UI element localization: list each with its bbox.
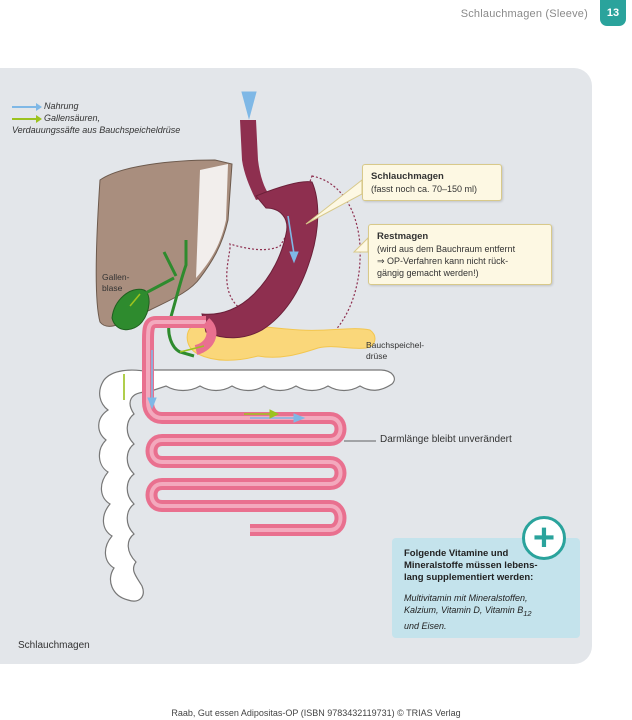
- infobox-heading-3: lang supplementiert werden:: [404, 572, 534, 583]
- figure-caption: Schlauchmagen: [18, 640, 90, 651]
- infobox-body: Multivitamin mit Mineralstoffen, Kalzium…: [404, 592, 568, 632]
- bile-arrows: [123, 293, 280, 419]
- infobox-body-2-sub: 12: [523, 608, 532, 618]
- large-intestine: [98, 369, 151, 602]
- sleeve-callout: Schlauchmagen (fasst noch ca. 70–150 ml): [362, 164, 502, 201]
- infobox-heading: Folgende Vitamine und Mineralstoffe müss…: [404, 548, 568, 584]
- gallbladder-label-1: Gallen-: [102, 272, 130, 282]
- food-arrow-icon: [12, 103, 42, 111]
- infobox-body-2: Kalzium, Vitamin D, Vitamin B: [404, 605, 524, 615]
- sleeve-callout-title: Schlauchmagen: [371, 171, 444, 182]
- food-arrows: [147, 91, 306, 423]
- liver: [95, 159, 233, 327]
- transverse-colon: [147, 369, 395, 393]
- running-title: Schlauchmagen (Sleeve): [460, 8, 588, 20]
- gallbladder-label-2: blase: [102, 283, 123, 293]
- page-footer: Raab, Gut essen Adipositas-OP (ISBN 9783…: [171, 708, 461, 718]
- legend-bile-label-2: Verdauungssäfte aus Bauchspeicheldrüse: [12, 125, 181, 135]
- gallbladder-label: Gallen- blase: [102, 272, 129, 294]
- pancreas-label: Bauchspeichel- drüse: [366, 340, 424, 362]
- plus-icon: +: [522, 516, 566, 560]
- infobox-heading-2: Mineralstoffe müssen lebens-: [404, 560, 538, 571]
- infobox-body-3: und Eisen.: [404, 620, 447, 631]
- legend-bile: Gallensäuren, Verdauungssäfte aus Bauchs…: [12, 112, 180, 136]
- rest-callout-pointer: [352, 236, 369, 253]
- legend-food: Nahrung: [12, 100, 180, 112]
- rest-callout-line1: (wird aus dem Bauchraum entfernt: [377, 244, 516, 254]
- rest-callout: Restmagen (wird aus dem Bauchraum entfer…: [368, 224, 552, 285]
- gallbladder: [111, 288, 150, 331]
- legend-bile-label: Gallensäuren,: [44, 113, 101, 123]
- page-number: 13: [600, 0, 626, 26]
- pancreas-label-2: drüse: [366, 351, 388, 361]
- infobox-body-1: Multivitamin mit Mineralstoffen,: [404, 593, 528, 603]
- infobox-heading-1: Folgende Vitamine und: [404, 548, 509, 559]
- pancreas-label-1: Bauchspeichel-: [366, 340, 425, 350]
- rest-callout-title: Restmagen: [377, 231, 429, 242]
- sleeve-callout-text: (fasst noch ca. 70–150 ml): [371, 184, 478, 194]
- rest-callout-line3: gängig gemacht werden!): [377, 268, 479, 278]
- esophagus: [240, 120, 270, 200]
- duodenum: [194, 318, 217, 355]
- intestine-length-label: Darmlänge bleibt unverändert: [380, 434, 512, 445]
- bile-arrow-icon: [12, 115, 42, 123]
- legend-food-label: Nahrung: [44, 101, 79, 111]
- legend: Nahrung Gallensäuren, Verdauungssäfte au…: [12, 100, 180, 136]
- rest-callout-line2: ⇒ OP-Verfahren kann nicht rück-: [377, 256, 509, 266]
